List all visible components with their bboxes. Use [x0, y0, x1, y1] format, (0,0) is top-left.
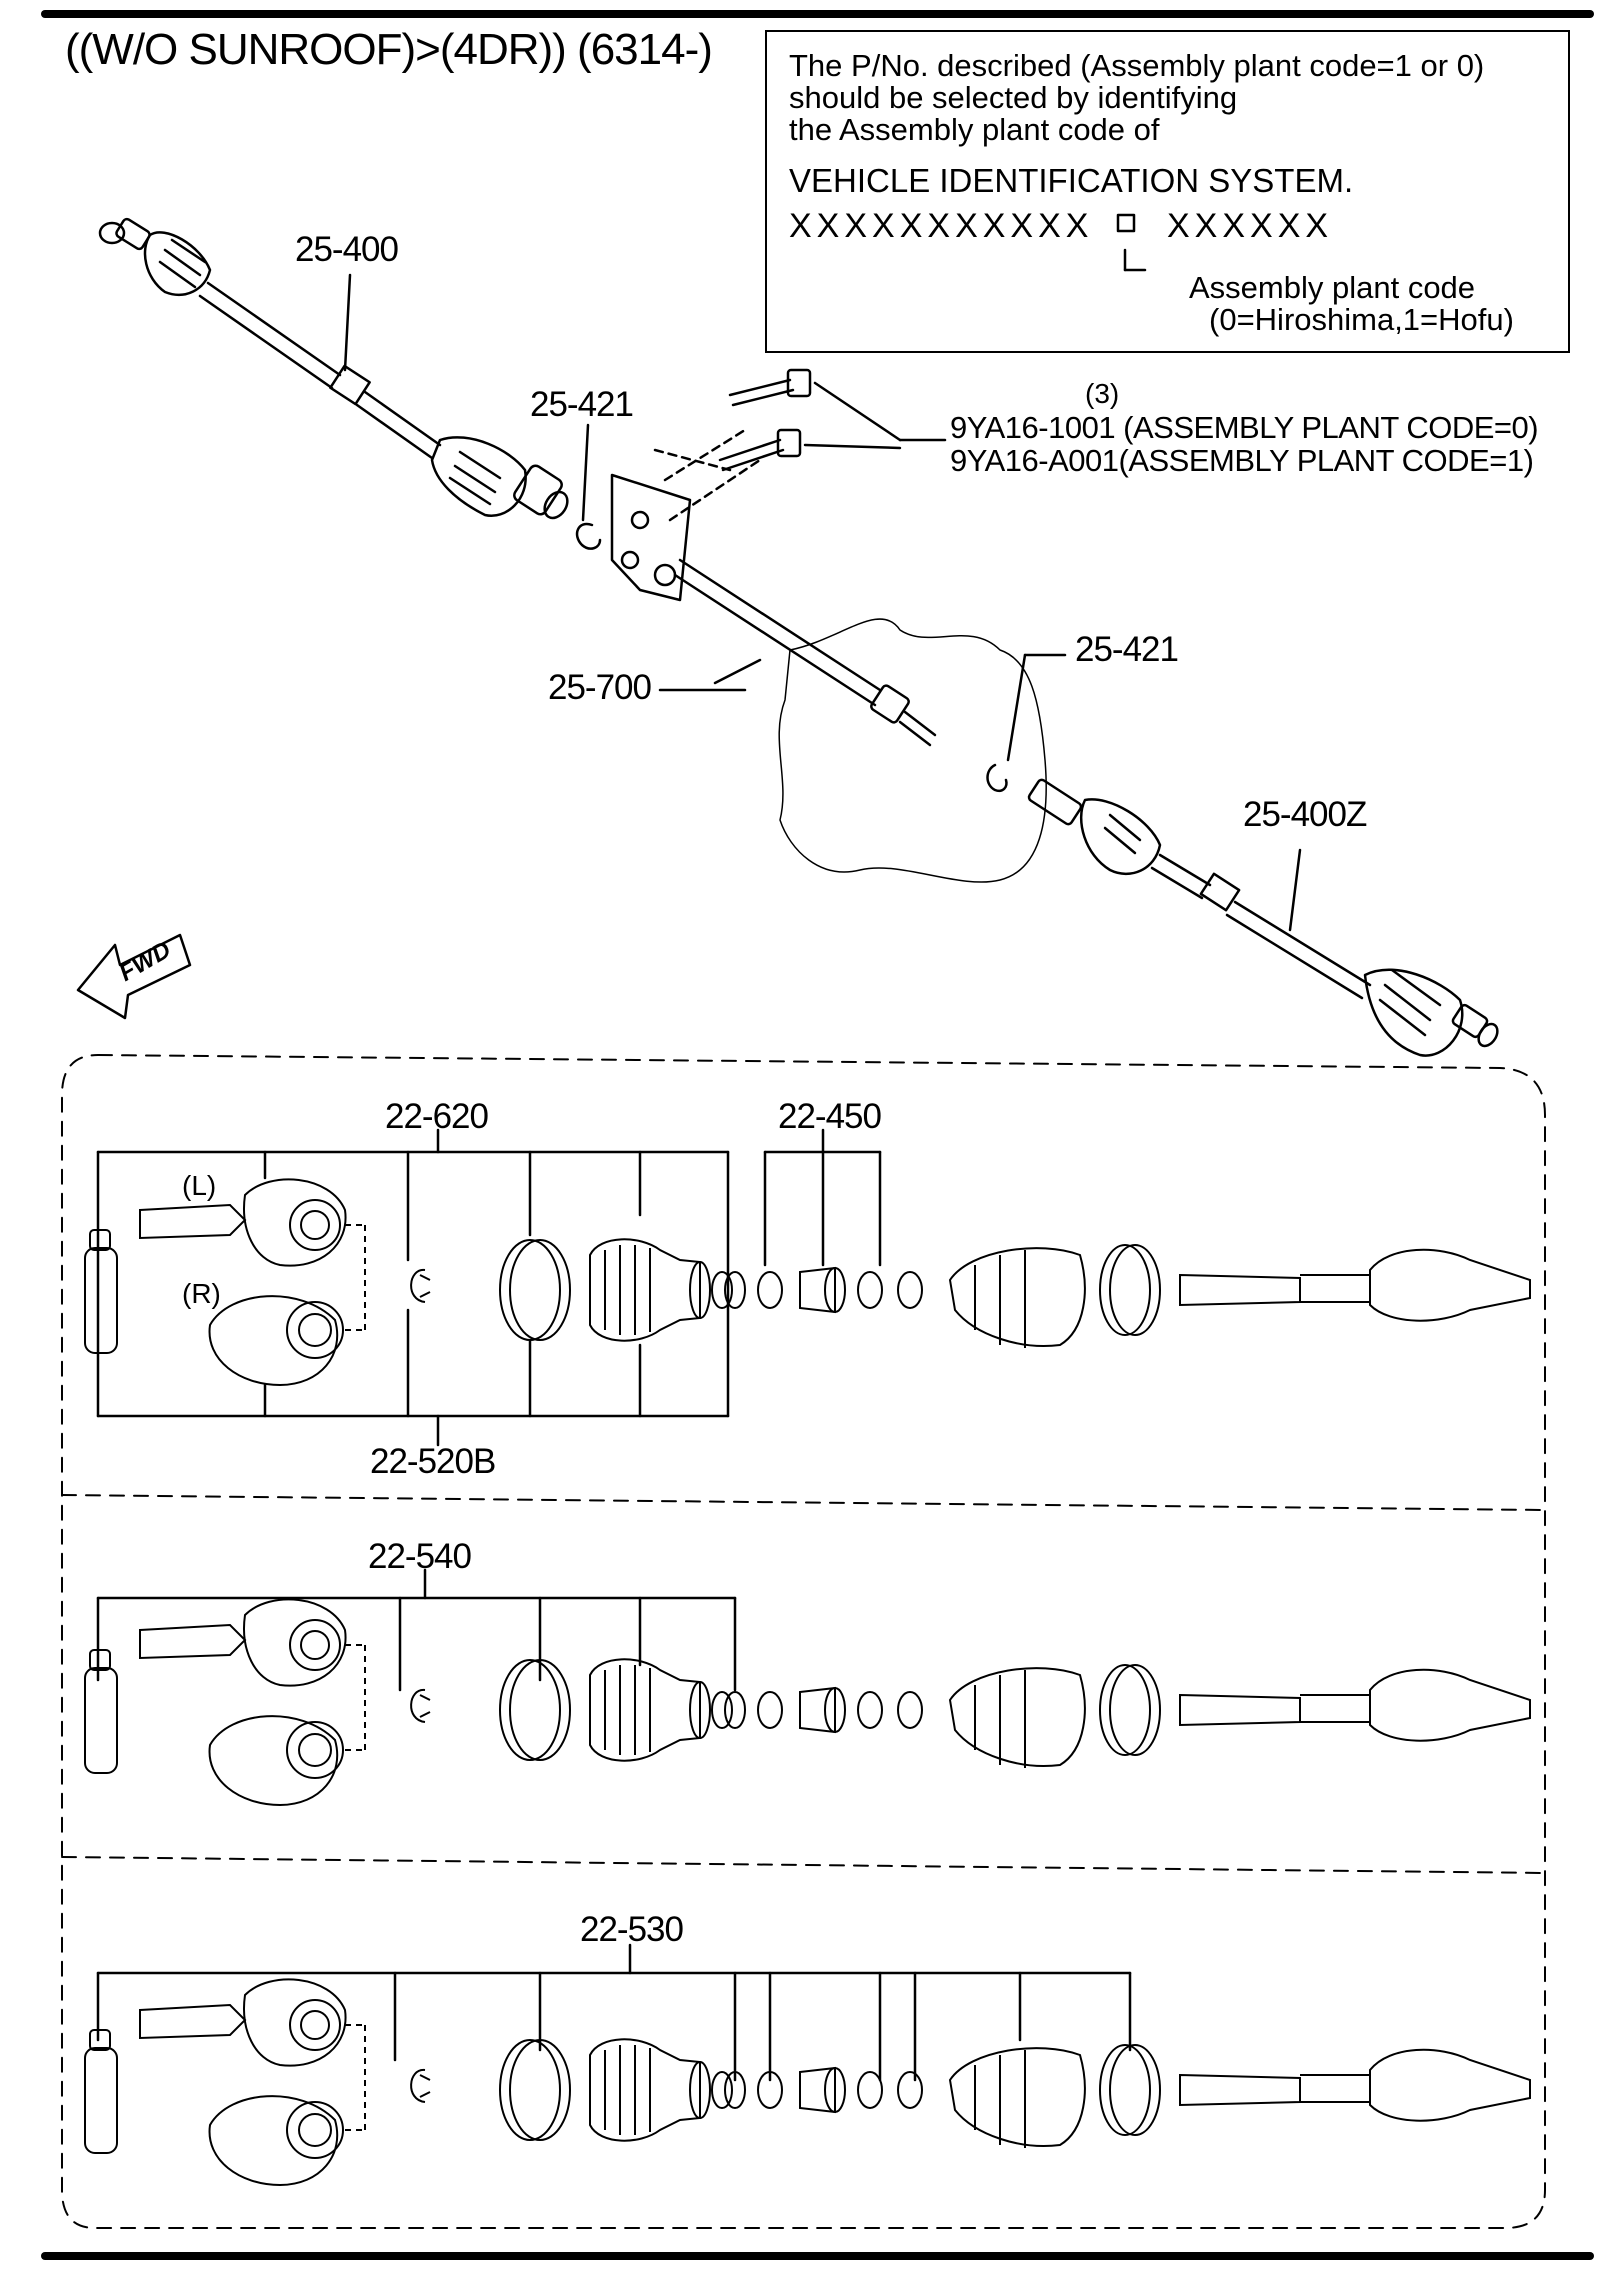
callout-intermediate-shaft: 25-700	[548, 668, 652, 707]
drive-shaft-left	[98, 217, 569, 520]
note-line-4: VEHICLE IDENTIFICATION SYSTEM.	[789, 162, 1354, 199]
note-line-1: The P/No. described (Assembly plant code…	[789, 48, 1485, 83]
callout-shaft-right: 25-400Z	[1243, 795, 1367, 834]
callout-bolt-qty: (3)	[1085, 378, 1120, 409]
parts-row-2	[84, 1598, 1531, 1806]
panel2-brackets	[96, 1568, 737, 1692]
clip-left	[575, 522, 602, 550]
label-22-540: 22-540	[368, 1537, 472, 1576]
callout-bolt-b: 9YA16-A001(ASSEMBLY PLANT CODE=1)	[950, 443, 1534, 478]
clip-right	[986, 763, 1008, 792]
plant-code-label: Assembly plant code	[1189, 270, 1476, 305]
label-22-530: 22-530	[580, 1910, 684, 1949]
transmission-outline	[778, 618, 1047, 883]
parts-row-3	[84, 1978, 1531, 2186]
label-side-r: (R)	[182, 1278, 221, 1309]
vin-suffix: XXXXXX	[1167, 207, 1334, 245]
label-22-620: 22-620	[385, 1097, 489, 1136]
label-22-450: 22-450	[778, 1097, 882, 1136]
bolts	[653, 368, 947, 522]
label-side-l: (L)	[182, 1170, 217, 1201]
panel3-brackets	[96, 1943, 1132, 2082]
note-line-3: the Assembly plant code of	[789, 112, 1160, 147]
parts-row-1	[84, 1178, 1531, 1387]
label-22-520b: 22-520B	[370, 1442, 496, 1481]
callout-bolt-a: 9YA16-1001 (ASSEMBLY PLANT CODE=0)	[950, 410, 1539, 445]
vin-prefix: XXXXXXXXXXX	[789, 207, 1094, 245]
fwd-arrow	[76, 933, 192, 1020]
intermediate-shaft	[610, 473, 937, 747]
drive-shaft-right	[1027, 778, 1499, 1057]
callout-clip-left: 25-421	[530, 385, 634, 424]
page-title: ((W/O SUNROOF)>(4DR)) (6314-)	[65, 25, 713, 74]
plant-code-note: The P/No. described (Assembly plant code…	[765, 30, 1570, 353]
callout-clip-right: 25-421	[1075, 630, 1179, 669]
panel1-brackets	[96, 1128, 882, 1447]
callout-shaft-left: 25-400	[295, 230, 399, 269]
plant-code-values: (0=Hiroshima,1=Hofu)	[1209, 302, 1514, 337]
note-line-2: should be selected by identifying	[789, 80, 1238, 115]
